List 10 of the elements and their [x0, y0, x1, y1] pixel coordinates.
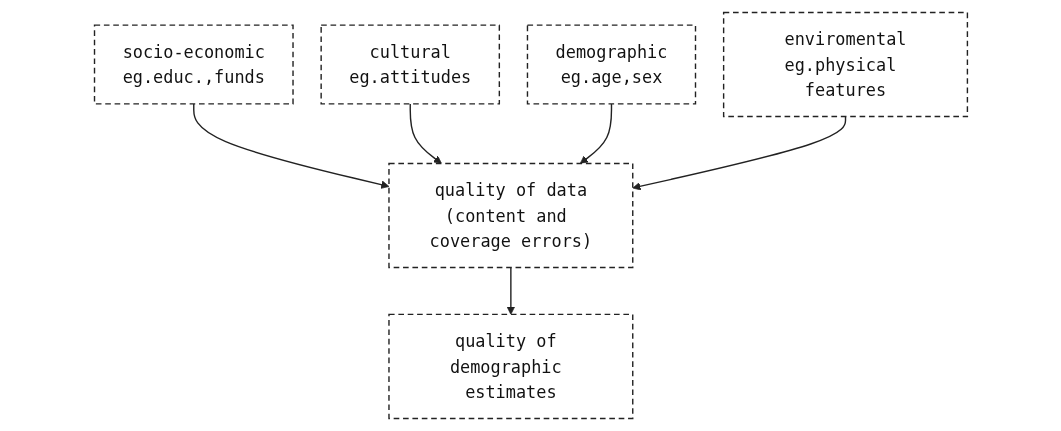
node-box: socio-economic eg.educ.,funds — [93, 24, 294, 105]
node-box: cultural eg.attitudes — [319, 24, 500, 105]
arrow — [409, 103, 442, 164]
node-box: quality of data (content and coverage errors) — [387, 162, 633, 269]
arrow — [506, 266, 515, 315]
node-box: demographic eg.age,sex — [526, 24, 696, 105]
arrow — [579, 103, 612, 164]
node-box: quality of demographic estimates — [387, 313, 633, 420]
arrow — [192, 103, 389, 189]
node-box: enviromental eg.physical features — [722, 11, 968, 118]
